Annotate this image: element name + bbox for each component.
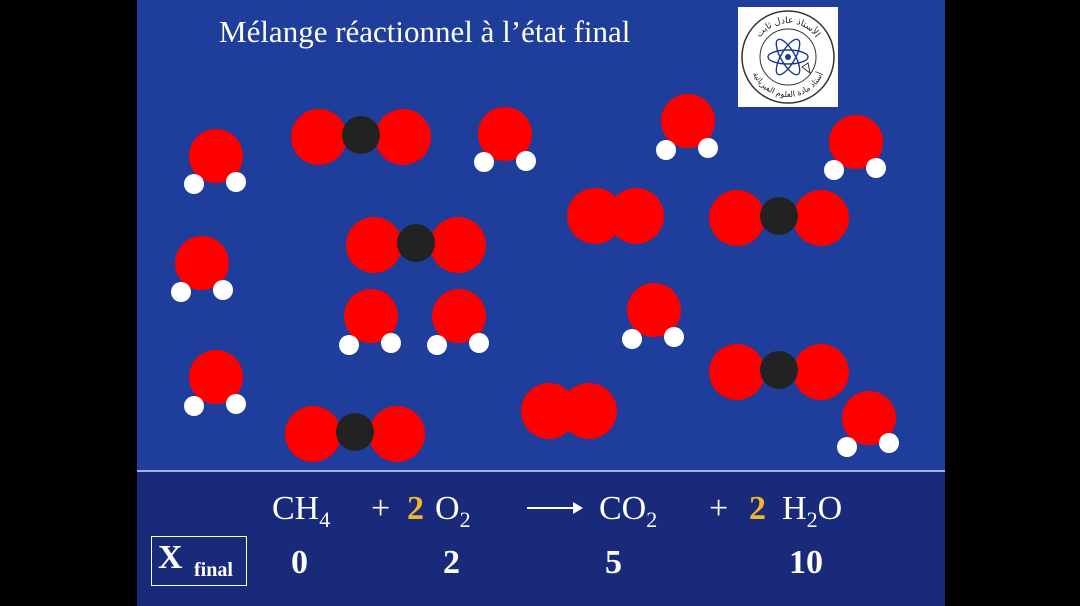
x-subscript: final bbox=[194, 559, 233, 581]
plus-sign: + bbox=[709, 490, 729, 527]
reactant-o2: O2 bbox=[435, 490, 471, 533]
h2o-molecule bbox=[622, 283, 684, 349]
o2-symbol: O bbox=[435, 490, 460, 527]
product-h2o: H2O bbox=[782, 490, 842, 533]
co2-symbol: CO bbox=[599, 490, 647, 527]
h2o-molecule bbox=[427, 289, 489, 355]
h2o-molecule bbox=[184, 350, 246, 416]
x-final-label: X final bbox=[151, 536, 247, 586]
co2-molecule bbox=[346, 217, 486, 273]
h2o-molecule bbox=[474, 107, 536, 172]
h2o-molecule bbox=[837, 391, 899, 457]
value-h2o: 10 bbox=[789, 544, 823, 581]
coef-o2: 2 bbox=[407, 490, 424, 527]
co2-subscript: 2 bbox=[646, 507, 658, 532]
slide: Mélange réactionnel à l’état final الأست… bbox=[137, 0, 945, 606]
reaction-arrow bbox=[527, 502, 583, 514]
h2o-molecule bbox=[339, 289, 401, 355]
logo: الأستاذ عادل ثابت أستاذ مادة العلوم الفي… bbox=[738, 7, 838, 107]
co2-molecule bbox=[285, 406, 425, 462]
co2-molecule bbox=[709, 344, 849, 400]
value-o2: 2 bbox=[443, 544, 460, 581]
o2-molecule bbox=[521, 383, 617, 439]
o2-subscript: 2 bbox=[459, 507, 471, 532]
h2o-molecule bbox=[184, 129, 246, 194]
molecules-diagram bbox=[171, 94, 899, 462]
x-symbol: X bbox=[158, 539, 183, 576]
product-co2: CO2 bbox=[599, 490, 657, 533]
value-ch4: 0 bbox=[291, 544, 308, 581]
h2o-molecule bbox=[171, 236, 233, 302]
ch4-subscript: 4 bbox=[319, 507, 331, 532]
slide-title: Mélange réactionnel à l’état final bbox=[219, 14, 631, 49]
h2o-h: H bbox=[782, 490, 807, 527]
value-co2: 5 bbox=[605, 544, 622, 581]
ch4-symbol: CH bbox=[272, 490, 320, 527]
h2o-o: O bbox=[817, 490, 843, 527]
atom-icon: الأستاذ عادل ثابت أستاذ مادة العلوم الفي… bbox=[741, 10, 835, 104]
reactant-ch4: CH4 bbox=[272, 490, 330, 533]
h2o-molecule bbox=[656, 94, 718, 160]
co2-molecule bbox=[291, 109, 431, 165]
coef-h2o: 2 bbox=[749, 490, 766, 527]
h2o-molecule bbox=[824, 115, 886, 180]
plus-sign: + bbox=[371, 490, 391, 527]
h2o-subscript: 2 bbox=[806, 507, 818, 532]
co2-molecule bbox=[709, 190, 849, 246]
o2-molecule bbox=[567, 188, 664, 244]
equation-panel: CH4 + 2 O2 CO2 + 2 H2O X final 0 2 5 10 bbox=[137, 470, 945, 606]
